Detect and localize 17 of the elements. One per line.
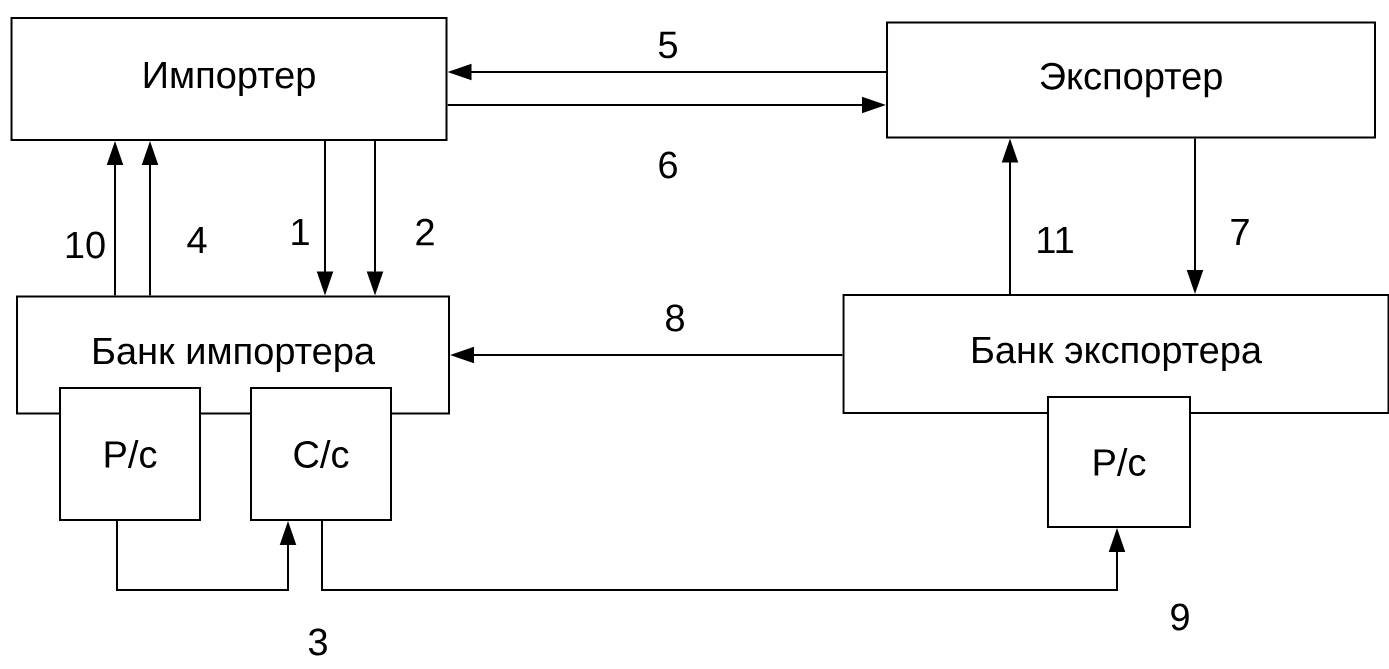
edge-label: 8 xyxy=(666,304,684,332)
edge-label: 4 xyxy=(187,226,207,254)
edge-label: 6 xyxy=(659,151,677,179)
party-box: Экспортер xyxy=(886,21,1376,139)
account-box: С/с xyxy=(250,387,392,521)
edge-label: 9 xyxy=(1171,603,1189,631)
bank-box: Банк экспортера xyxy=(842,294,1389,414)
edge-label: 1 xyxy=(292,218,309,246)
edge-label: 3 xyxy=(308,628,327,656)
edge-label: 11 xyxy=(1038,226,1073,254)
edge-label: 7 xyxy=(1231,218,1249,246)
edge-label: 10 xyxy=(66,231,105,259)
party-box: Импортер xyxy=(10,17,448,141)
account-box: Р/с xyxy=(1047,396,1191,528)
edge-label: 2 xyxy=(416,218,434,246)
edge-label: 5 xyxy=(658,31,677,59)
account-box: Р/с xyxy=(59,387,201,521)
